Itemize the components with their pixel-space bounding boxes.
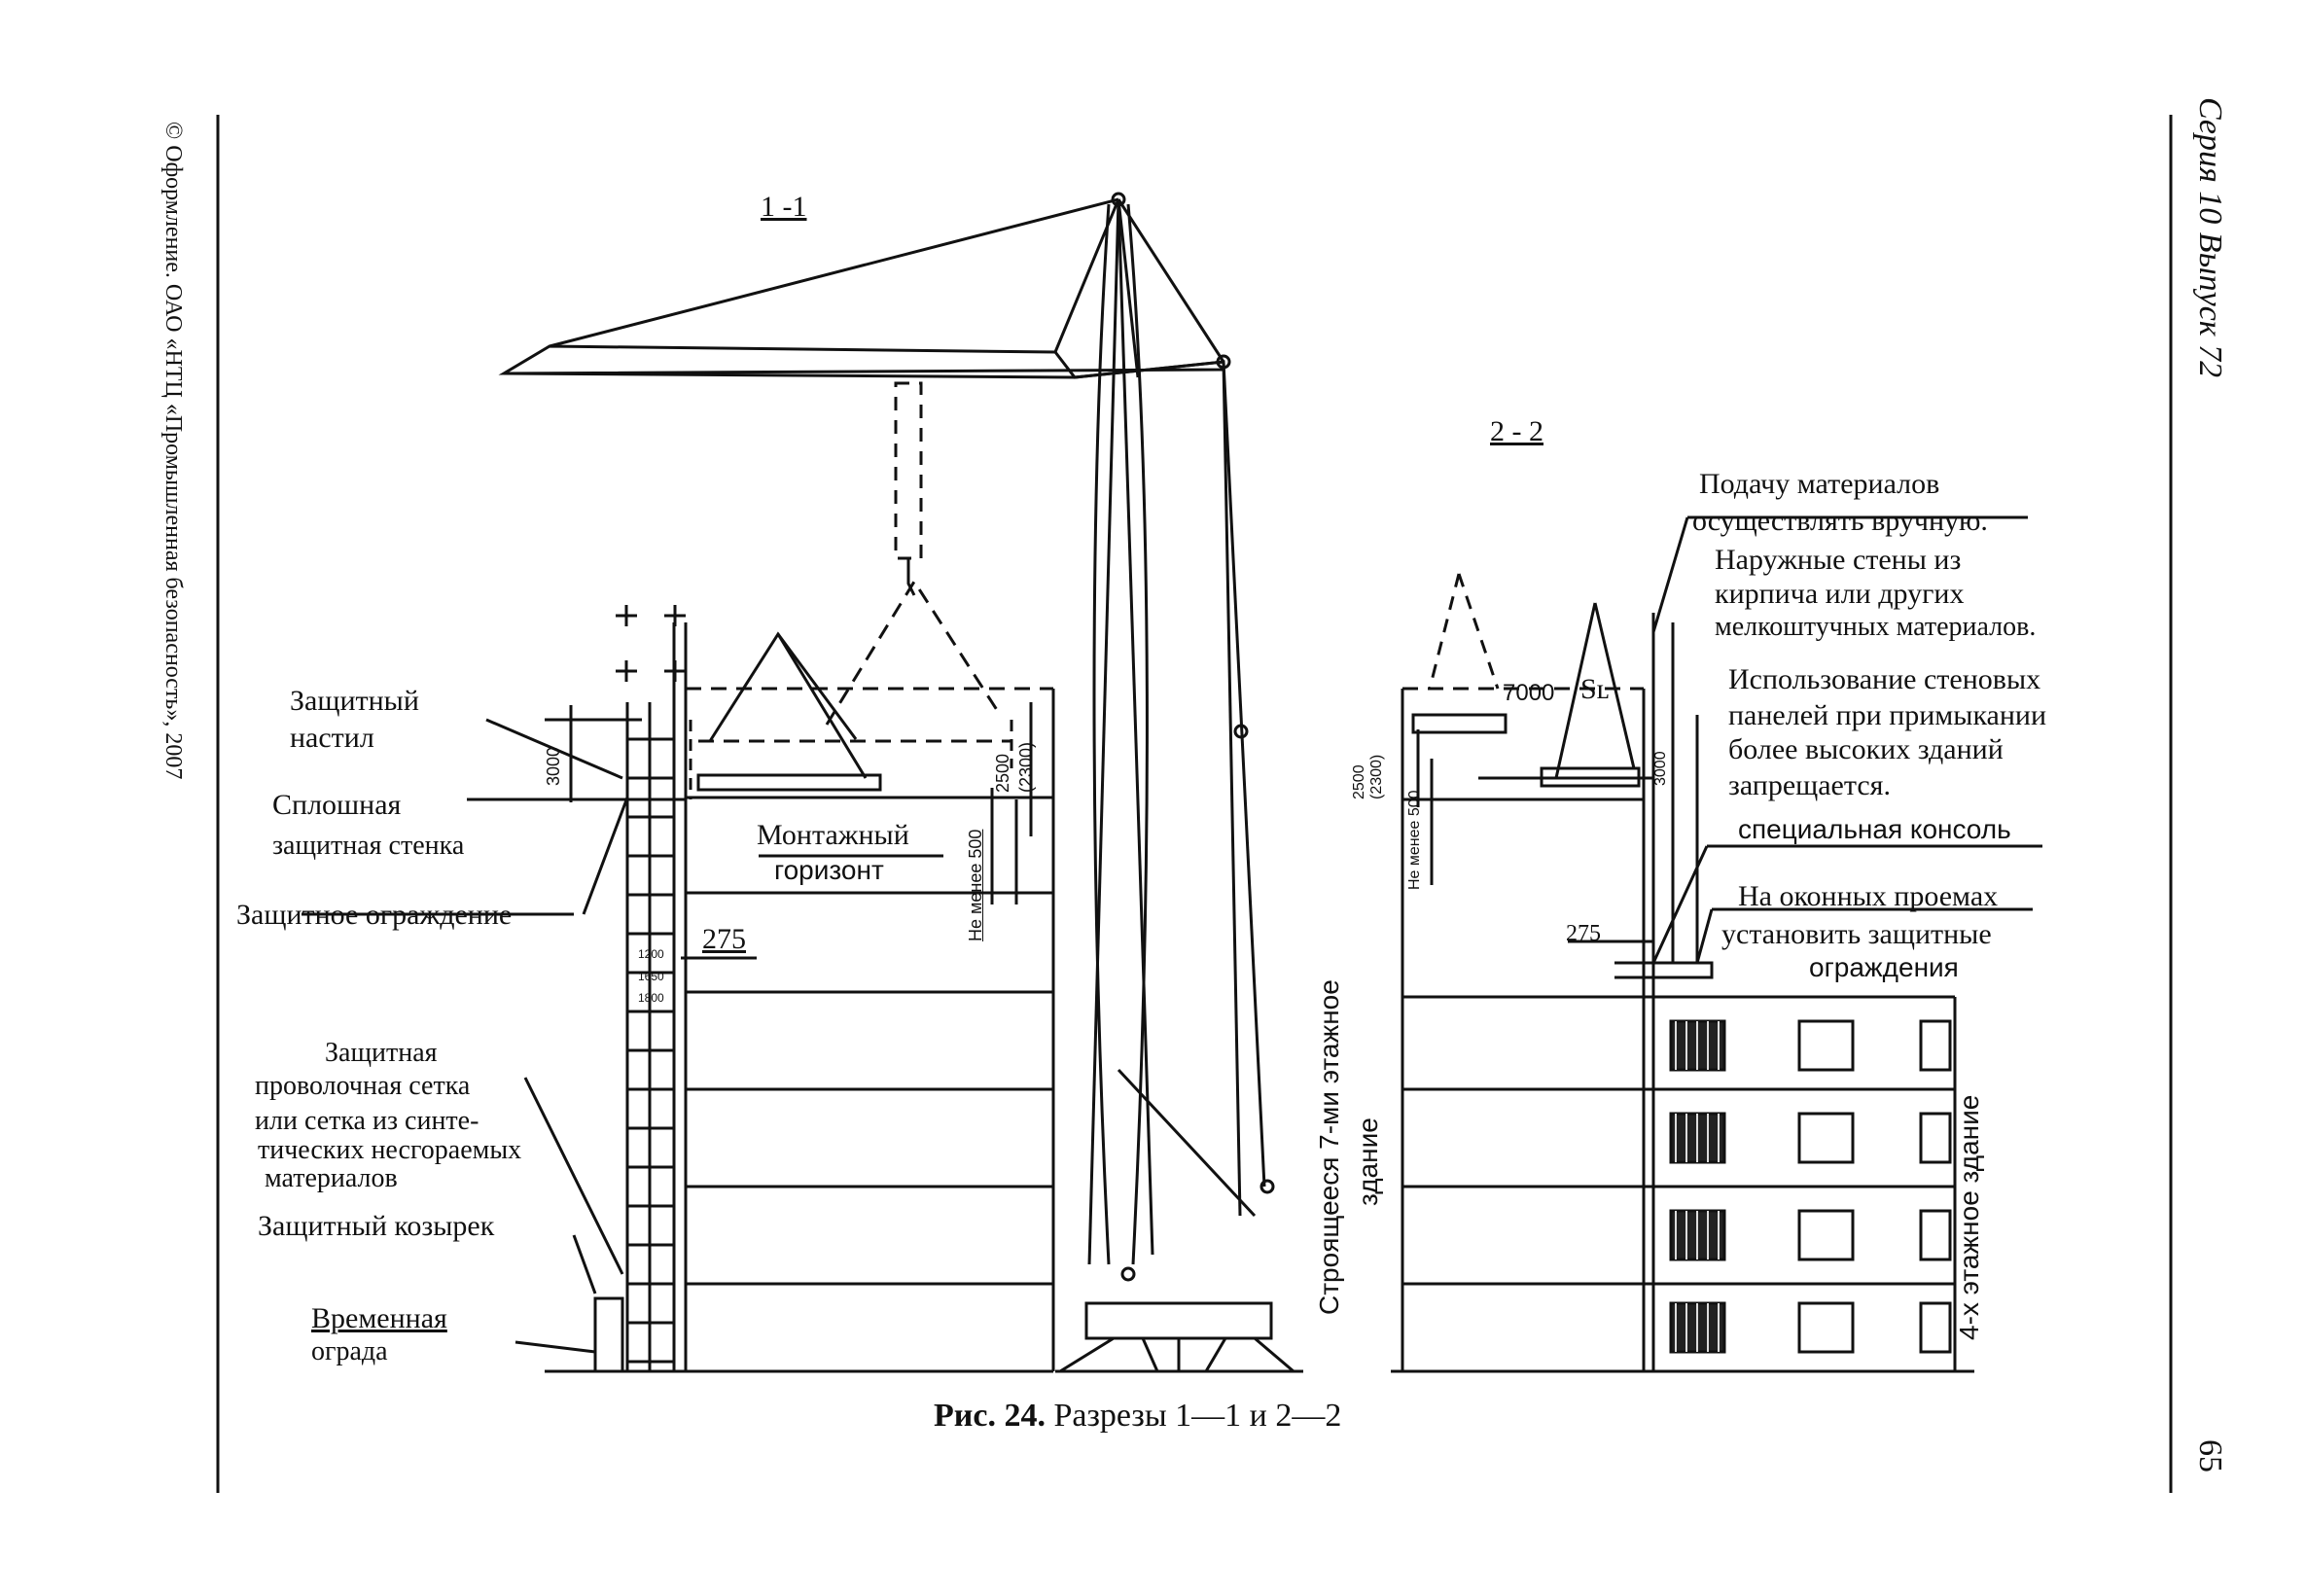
building-section-2 xyxy=(1391,515,2042,1373)
note-manual-2: осуществлять вручную. xyxy=(1692,505,1988,537)
window-opening xyxy=(1797,1112,1855,1164)
copyright-line: © Оформление. ОАО «НТЦ «Промышленная без… xyxy=(160,122,186,780)
series-label: Серия 10 Выпуск 72 xyxy=(2192,97,2228,378)
note-panels-1: Использование стеновых xyxy=(1728,663,2041,695)
label-canopy: Защитный козырек xyxy=(258,1210,495,1242)
label-solid-wall-2: защитная стенка xyxy=(272,831,465,861)
caption-text: Разрезы 1—1 и 2—2 xyxy=(1053,1398,1342,1434)
label-window-guard-3: ограждения xyxy=(1809,952,1959,982)
dim-275-s2: 275 xyxy=(1566,921,1601,946)
dim-275-s1: 275 xyxy=(702,923,746,955)
label-solid-wall-1: Сплошная xyxy=(272,789,402,821)
dim-1800: 1800 xyxy=(638,991,664,1005)
tower-crane xyxy=(498,192,1303,1373)
page-number: 65 xyxy=(2192,1439,2228,1472)
window-opening xyxy=(1797,1019,1855,1072)
label-protective-deck-1: Защитный xyxy=(290,685,419,717)
dim-2300-s1: (2300) xyxy=(1016,741,1036,793)
figure-caption: Рис. 24. Разрезы 1—1 и 2—2 xyxy=(934,1399,1341,1434)
label-protective-deck-2: настил xyxy=(290,722,374,754)
dim-3000-s2: 3000 xyxy=(1652,751,1669,786)
note-panels-4: запрещается. xyxy=(1728,769,1891,801)
label-wire-mesh-3: или сетка из синте- xyxy=(255,1106,479,1136)
window-opening xyxy=(1919,1209,1952,1261)
note-manual-1: Подачу материалов xyxy=(1699,468,1940,500)
label-special-console: специальная консоль xyxy=(1738,814,2011,844)
section-1-title: 1 -1 xyxy=(761,191,807,223)
window-opening xyxy=(1919,1019,1952,1072)
label-wire-mesh-1: Защитная xyxy=(325,1038,438,1068)
section-2-title: 2 - 2 xyxy=(1490,415,1543,447)
dim-not-less-500-s1: Не менее 500 xyxy=(966,829,985,941)
dim-1200: 1200 xyxy=(638,947,664,961)
label-wire-mesh-5: материалов xyxy=(265,1163,398,1193)
note-walls-1: Наружные стены из xyxy=(1715,544,1962,576)
label-wire-mesh-4: тических несгораемых xyxy=(258,1135,522,1165)
dim-3000-s1: 3000 xyxy=(544,746,563,786)
label-window-guard-2: установить защитные xyxy=(1721,918,1992,950)
window-opening xyxy=(1797,1209,1855,1261)
dim-2500-s1: 2500 xyxy=(993,753,1012,793)
dim-2300-s2: (2300) xyxy=(1368,754,1385,799)
window-opening xyxy=(1797,1301,1855,1354)
label-temp-fence-2: ограда xyxy=(311,1336,388,1366)
dim-1650: 1650 xyxy=(638,970,664,983)
crane-mast xyxy=(1092,203,1149,1265)
label-building-7-2: здание xyxy=(1353,1117,1383,1206)
note-walls-2: кирпича или других xyxy=(1715,578,1965,610)
label-assembly-horizon-1: Монтажный xyxy=(757,819,909,851)
label-building-4: 4-х этажное здание xyxy=(1954,1094,1984,1340)
label-assembly-horizon-2: горизонт xyxy=(774,855,884,885)
label-protective-fence: Защитное ограждение xyxy=(236,899,513,931)
label-window-guard-1: На оконных проемах xyxy=(1738,880,1999,912)
dim-7000-s2: 7000 xyxy=(1503,680,1555,706)
dim-sl-s2: Sʟ xyxy=(1580,673,1610,705)
window-opening xyxy=(1919,1301,1952,1354)
note-panels-2: панелей при примыкании xyxy=(1728,699,2047,731)
label-temp-fence-1: Временная xyxy=(311,1302,447,1334)
crane-base xyxy=(1084,1301,1273,1340)
label-building-7-1: Строящееся 7-ми этажное xyxy=(1314,979,1344,1315)
dim-2500-s2: 2500 xyxy=(1351,764,1367,799)
note-walls-3: мелкоштучных материалов. xyxy=(1715,612,2037,642)
dim-not-less-500-s2: Не менее 500 xyxy=(1406,790,1423,890)
building-section-1 xyxy=(302,579,1055,1373)
caption-prefix: Рис. 24. xyxy=(934,1398,1046,1434)
label-wire-mesh-2: проволочная сетка xyxy=(255,1071,471,1101)
window-opening xyxy=(1919,1112,1952,1164)
note-panels-3: более высоких зданий xyxy=(1728,733,2004,765)
